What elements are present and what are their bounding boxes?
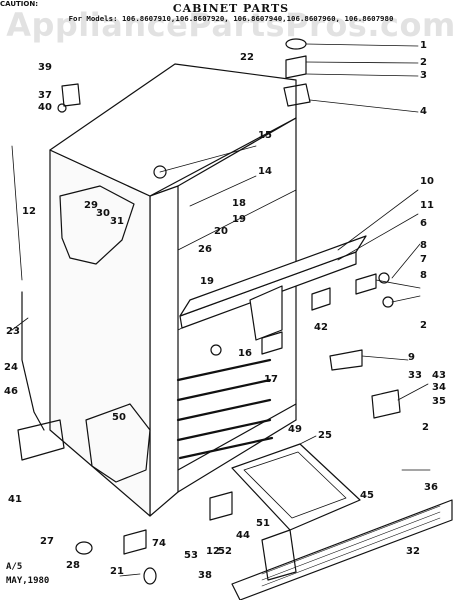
callout-8: 15 <box>258 130 272 141</box>
callout-50: 45 <box>360 490 374 501</box>
callout-32: 46 <box>4 386 18 397</box>
part-44 <box>261 529 297 581</box>
callout-44: 28 <box>66 560 80 571</box>
hinge-top <box>285 55 307 79</box>
part-9 <box>329 349 363 371</box>
callout-16: 2 <box>420 320 427 331</box>
callout-17: 12 <box>22 206 36 217</box>
callout-5: 39 <box>38 62 52 73</box>
inset-left-top <box>59 185 135 265</box>
callout-54: 38 <box>198 570 212 581</box>
callout-35: 34 <box>432 382 446 393</box>
part-24 <box>21 291 45 431</box>
hinge-plate <box>283 83 311 107</box>
callout-7: 40 <box>38 102 52 113</box>
part-40 <box>57 103 67 113</box>
part-6 <box>355 273 377 295</box>
callout-33: 33 <box>408 370 422 381</box>
callout-45: 74 <box>152 538 166 549</box>
cabinet-outline <box>49 63 297 517</box>
revision-mark: A/5 <box>6 562 23 572</box>
part-16 <box>210 344 222 356</box>
callout-53: 53 <box>184 550 198 561</box>
callout-15: 8 <box>420 270 427 281</box>
callout-24: 26 <box>198 244 212 255</box>
callout-37: 41 <box>8 494 22 505</box>
callout-11: 11 <box>420 200 434 211</box>
callout-26: 42 <box>314 322 328 333</box>
callout-0: 1 <box>420 40 427 51</box>
callout-13: 8 <box>420 240 427 251</box>
part-74 <box>123 529 147 555</box>
callout-9: 14 <box>258 166 272 177</box>
part-52 <box>209 491 233 521</box>
part-33 <box>371 389 401 419</box>
callout-31: 24 <box>4 362 18 373</box>
center-bracket <box>249 285 283 341</box>
callout-1: 2 <box>420 57 427 68</box>
part-41 <box>17 419 65 461</box>
callout-10: 10 <box>420 176 434 187</box>
callout-27: 16 <box>238 348 252 359</box>
part-8-upper <box>378 272 390 284</box>
callout-14: 7 <box>420 254 427 265</box>
callout-19: 30 <box>96 208 110 219</box>
callout-3: 4 <box>420 106 427 117</box>
callout-49: 44 <box>236 530 250 541</box>
callout-4: 22 <box>240 52 254 63</box>
callout-42: 36 <box>424 482 438 493</box>
part-28 <box>75 541 93 555</box>
callout-12: 6 <box>420 218 427 229</box>
callout-6: 37 <box>38 90 52 101</box>
drain-pan <box>231 443 361 531</box>
part-42 <box>311 287 331 311</box>
diagram-title: CABINET PARTS <box>172 2 290 15</box>
inset-left-bottom <box>85 403 151 483</box>
callout-29: 9 <box>408 352 415 363</box>
callout-40: 25 <box>318 430 332 441</box>
callout-34: 43 <box>432 370 446 381</box>
callout-28: 17 <box>264 374 278 385</box>
callout-36: 35 <box>432 396 446 407</box>
callout-21: 18 <box>232 198 246 209</box>
part-17 <box>261 331 283 355</box>
callout-2: 3 <box>420 70 427 81</box>
callout-46: 51 <box>256 518 270 529</box>
part-53-wheel <box>143 567 157 585</box>
callout-48: 12 <box>206 546 220 557</box>
callout-52: 21 <box>110 566 124 577</box>
callout-51: 32 <box>406 546 420 557</box>
callout-47: 52 <box>218 546 232 557</box>
print-date: MAY,1980 <box>6 576 50 586</box>
part-37 <box>61 83 81 107</box>
center-rail <box>179 235 367 329</box>
callout-39: 49 <box>288 424 302 435</box>
callout-25: 19 <box>200 276 214 287</box>
callout-38: 50 <box>112 412 126 423</box>
callout-22: 19 <box>232 214 246 225</box>
callout-18: 29 <box>84 200 98 211</box>
callout-30: 23 <box>6 326 20 337</box>
caution-note: CAUTION: <box>0 0 39 8</box>
model-numbers: For Models: 106.8607910,106.8607920, 106… <box>68 14 394 23</box>
callout-41: 2 <box>422 422 429 433</box>
hinge-cap <box>285 38 307 50</box>
part-15 <box>153 165 167 179</box>
part-8-lower <box>382 296 394 308</box>
callout-43: 27 <box>40 536 54 547</box>
callout-20: 31 <box>110 216 124 227</box>
callout-23: 20 <box>214 226 228 237</box>
